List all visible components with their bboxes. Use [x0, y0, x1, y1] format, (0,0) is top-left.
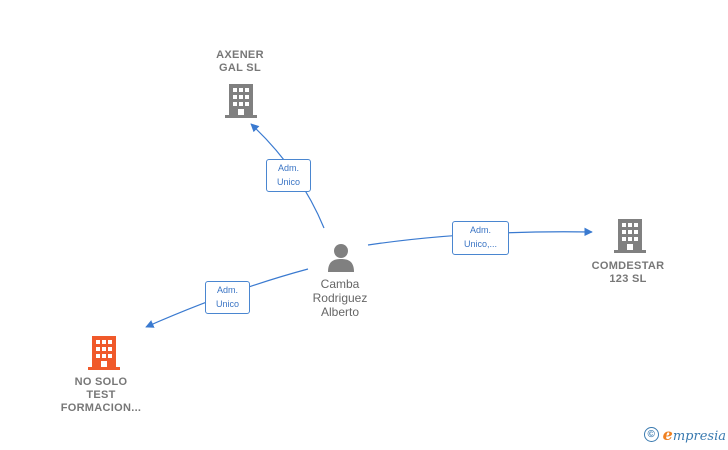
relation-label-nosolo: Adm. Unico — [205, 281, 250, 314]
building-icon[interactable] — [225, 84, 257, 118]
building-icon[interactable] — [614, 219, 646, 253]
brand-initial: e — [662, 425, 673, 444]
copyright-icon: © — [643, 427, 659, 442]
company-name-nosolo[interactable]: NO SOLO TEST FORMACION... — [60, 376, 142, 414]
relation-label-comdestar: Adm. Unico,... — [452, 221, 509, 255]
footer-brand[interactable]: © empresia — [643, 425, 726, 444]
relation-label-axener: Adm. Unico — [266, 159, 311, 192]
building-icon[interactable] — [88, 336, 120, 370]
company-name-comdestar[interactable]: COMDESTAR 123 SL — [591, 260, 665, 285]
company-name-axener[interactable]: AXENER GAL SL — [216, 49, 264, 74]
person-icon[interactable] — [326, 242, 356, 272]
brand-logo[interactable]: empresia — [663, 425, 726, 444]
brand-name: mpresia — [672, 429, 726, 444]
person-name[interactable]: Camba Rodriguez Alberto — [312, 277, 368, 319]
